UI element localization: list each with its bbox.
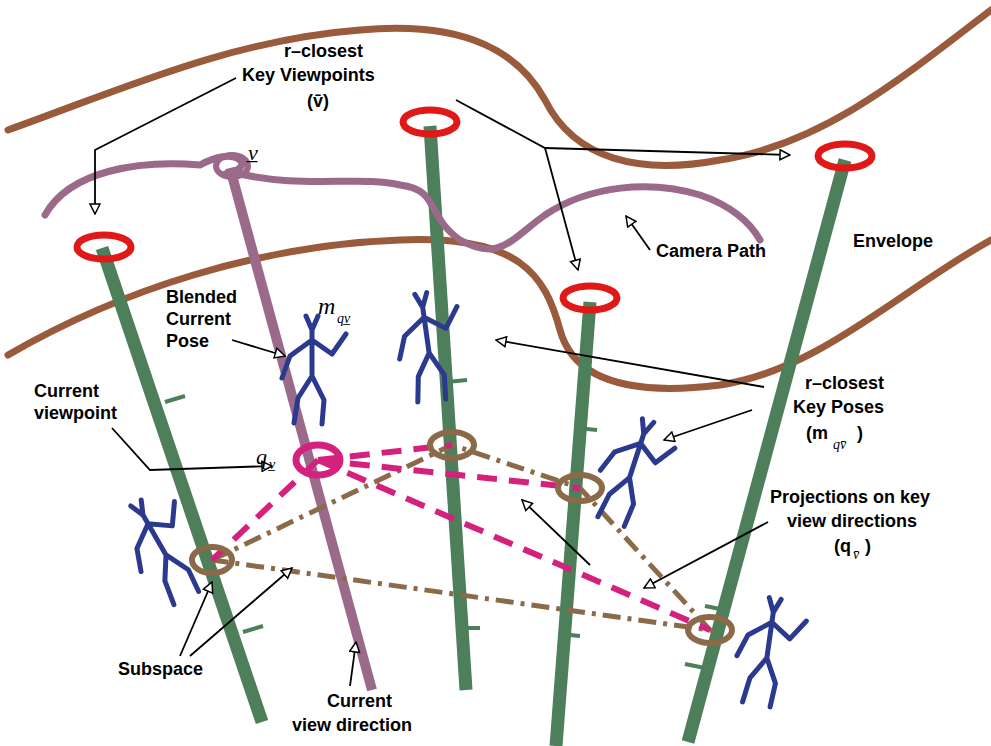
stick-figures [110, 289, 809, 710]
label-name: Blended Current Pose [166, 286, 250, 352]
label-heading: Key Poses [793, 396, 884, 418]
subspace-lines [212, 445, 710, 630]
label-name: view direction [292, 714, 412, 736]
label-heading: r–closest [284, 40, 363, 62]
current-viewpoint-ring [216, 155, 248, 177]
label-name: Subspace [118, 658, 203, 680]
label-symbol: ) [857, 422, 863, 444]
label-heading: view directions [787, 510, 917, 532]
label-symbol: (m [806, 422, 828, 444]
label-symbol: m [318, 292, 335, 320]
pole-ticks [165, 380, 725, 668]
label-subscript: v̄ [853, 546, 859, 564]
current-view-direction [230, 168, 372, 690]
pole-lines [102, 126, 845, 746]
label-symbol: (q [834, 535, 851, 557]
label-symbol: v̲ [248, 140, 258, 166]
label-name: Current viewpoint [34, 380, 130, 424]
label-name: Camera Path [656, 240, 766, 262]
label-heading: Key Viewpoints [242, 64, 375, 86]
label-symbol: (v̄) [307, 90, 329, 112]
label-subscript: v̲ [269, 456, 275, 474]
projection-rings [192, 432, 732, 643]
envelope-curves [8, 10, 991, 388]
label-symbol: ) [865, 535, 871, 557]
label-name: Current [327, 690, 392, 712]
current-viewpoint-point [296, 445, 340, 475]
key-viewpoint-rings [77, 110, 872, 310]
label-symbol: q [256, 444, 267, 470]
label-heading: r–closest [805, 372, 884, 394]
label-subscript: qv̲ [337, 310, 350, 328]
projection-lines [212, 445, 710, 630]
label-subscript: qv̄ [833, 436, 846, 454]
label-name: Envelope [853, 230, 933, 252]
camera-path [45, 156, 760, 249]
label-heading: Projections on key [770, 486, 930, 508]
leader-lines [95, 78, 790, 686]
